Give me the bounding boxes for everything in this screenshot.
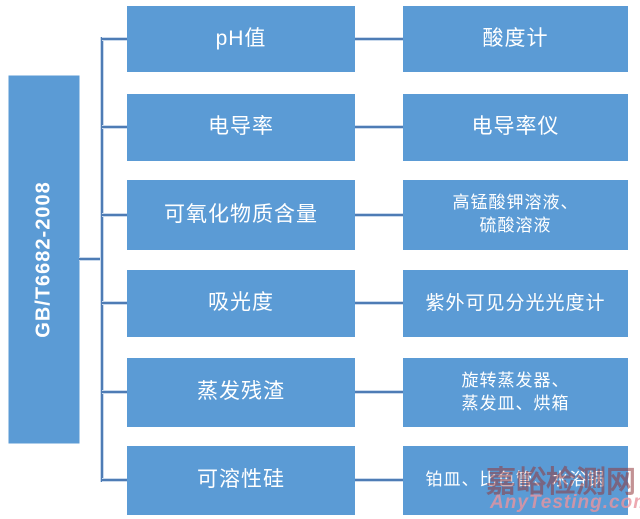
param-node-ph-value: pH值: [127, 6, 355, 72]
param-label: 吸光度: [208, 291, 274, 315]
instrument-label: 旋转蒸发器、: [461, 370, 570, 390]
param-label: 可溶性硅: [197, 468, 285, 492]
link-line-evaporation-residue: [355, 390, 403, 394]
param-label: 可氧化物质含量: [164, 202, 318, 226]
instrument-node-oxidizable-substances: 高锰酸钾溶液、 硫酸溶液: [403, 180, 628, 250]
link-line-ph: [355, 37, 403, 41]
instrument-label-line2: 蒸发皿、烘箱: [461, 393, 570, 413]
param-node-absorbance: 吸光度: [127, 270, 355, 337]
param-node-soluble-silica: 可溶性硅: [127, 446, 355, 515]
link-line-oxidizable: [355, 213, 403, 217]
link-line-soluble-silica: [355, 478, 403, 482]
branch-line-conductivity: [102, 125, 127, 129]
instrument-node-conductivity: 电导率仪: [403, 94, 628, 161]
param-label: pH值: [215, 26, 267, 50]
root-node-label: GB/T6682-2008: [32, 181, 55, 338]
branch-line-ph: [102, 37, 127, 41]
root-connector-line: [79, 257, 104, 261]
instrument-node-absorbance: 紫外可见分光光度计: [403, 270, 628, 337]
param-label: 电导率: [208, 115, 274, 139]
branch-line-soluble-silica: [102, 478, 127, 482]
instrument-node-evaporation-residue: 旋转蒸发器、 蒸发皿、烘箱: [403, 358, 628, 427]
trunk-connector-line: [100, 37, 104, 482]
instrument-label: 高锰酸钾溶液、: [452, 193, 579, 213]
branch-line-absorbance: [102, 301, 127, 305]
instrument-label: 酸度计: [482, 26, 549, 50]
instrument-label: 铂皿、比色管、水浴锅: [425, 470, 606, 490]
instrument-label: 紫外可见分光光度计: [425, 292, 606, 314]
instrument-node-ph-value: 酸度计: [403, 6, 628, 72]
root-node-standard: GB/T6682-2008: [8, 75, 80, 444]
param-node-oxidizable-substances: 可氧化物质含量: [127, 180, 355, 250]
link-line-absorbance: [355, 301, 403, 305]
param-node-evaporation-residue: 蒸发残渣: [127, 358, 355, 427]
param-node-conductivity: 电导率: [127, 94, 355, 161]
instrument-label-line2: 硫酸溶液: [479, 216, 552, 235]
branch-line-oxidizable: [102, 213, 127, 217]
param-label: 蒸发残渣: [197, 380, 285, 404]
instrument-node-soluble-silica: 铂皿、比色管、水浴锅: [403, 446, 628, 515]
branch-line-evaporation-residue: [102, 390, 127, 394]
link-line-conductivity: [355, 125, 403, 129]
instrument-label: 电导率仪: [471, 115, 560, 139]
